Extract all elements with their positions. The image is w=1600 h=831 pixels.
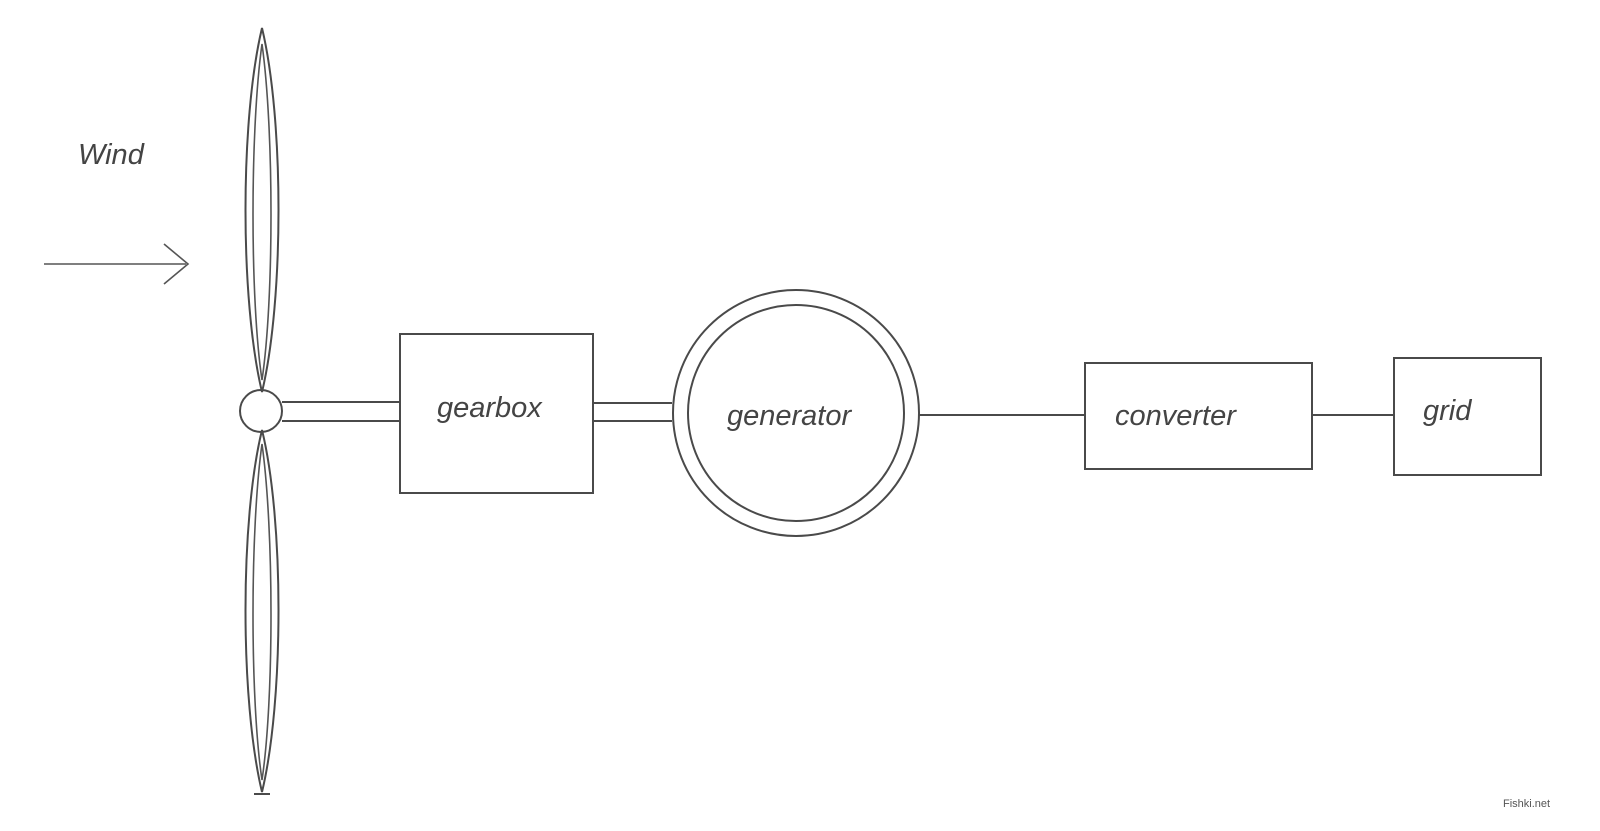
- gearbox-label: gearbox: [437, 392, 543, 424]
- low-speed-shaft: [282, 401, 400, 422]
- wind-arrow: [44, 243, 190, 285]
- rotor-hub: [239, 389, 283, 433]
- grid-label: grid: [1423, 395, 1472, 427]
- generator-inner-ring: [687, 304, 905, 522]
- upper-blade: [244, 27, 280, 393]
- high-speed-shaft: [593, 402, 672, 422]
- watermark: Fishki.net: [1503, 798, 1550, 810]
- gearbox-box: [399, 333, 594, 494]
- generator-outer-ring: [672, 289, 920, 537]
- grid-box: [1393, 357, 1542, 476]
- wind-label: Wind: [78, 139, 145, 171]
- lower-blade-inner: [252, 443, 272, 781]
- upper-blade-inner: [252, 43, 272, 381]
- generator-label: generator: [727, 400, 852, 432]
- lower-blade: [244, 429, 280, 793]
- converter-label: converter: [1115, 400, 1237, 432]
